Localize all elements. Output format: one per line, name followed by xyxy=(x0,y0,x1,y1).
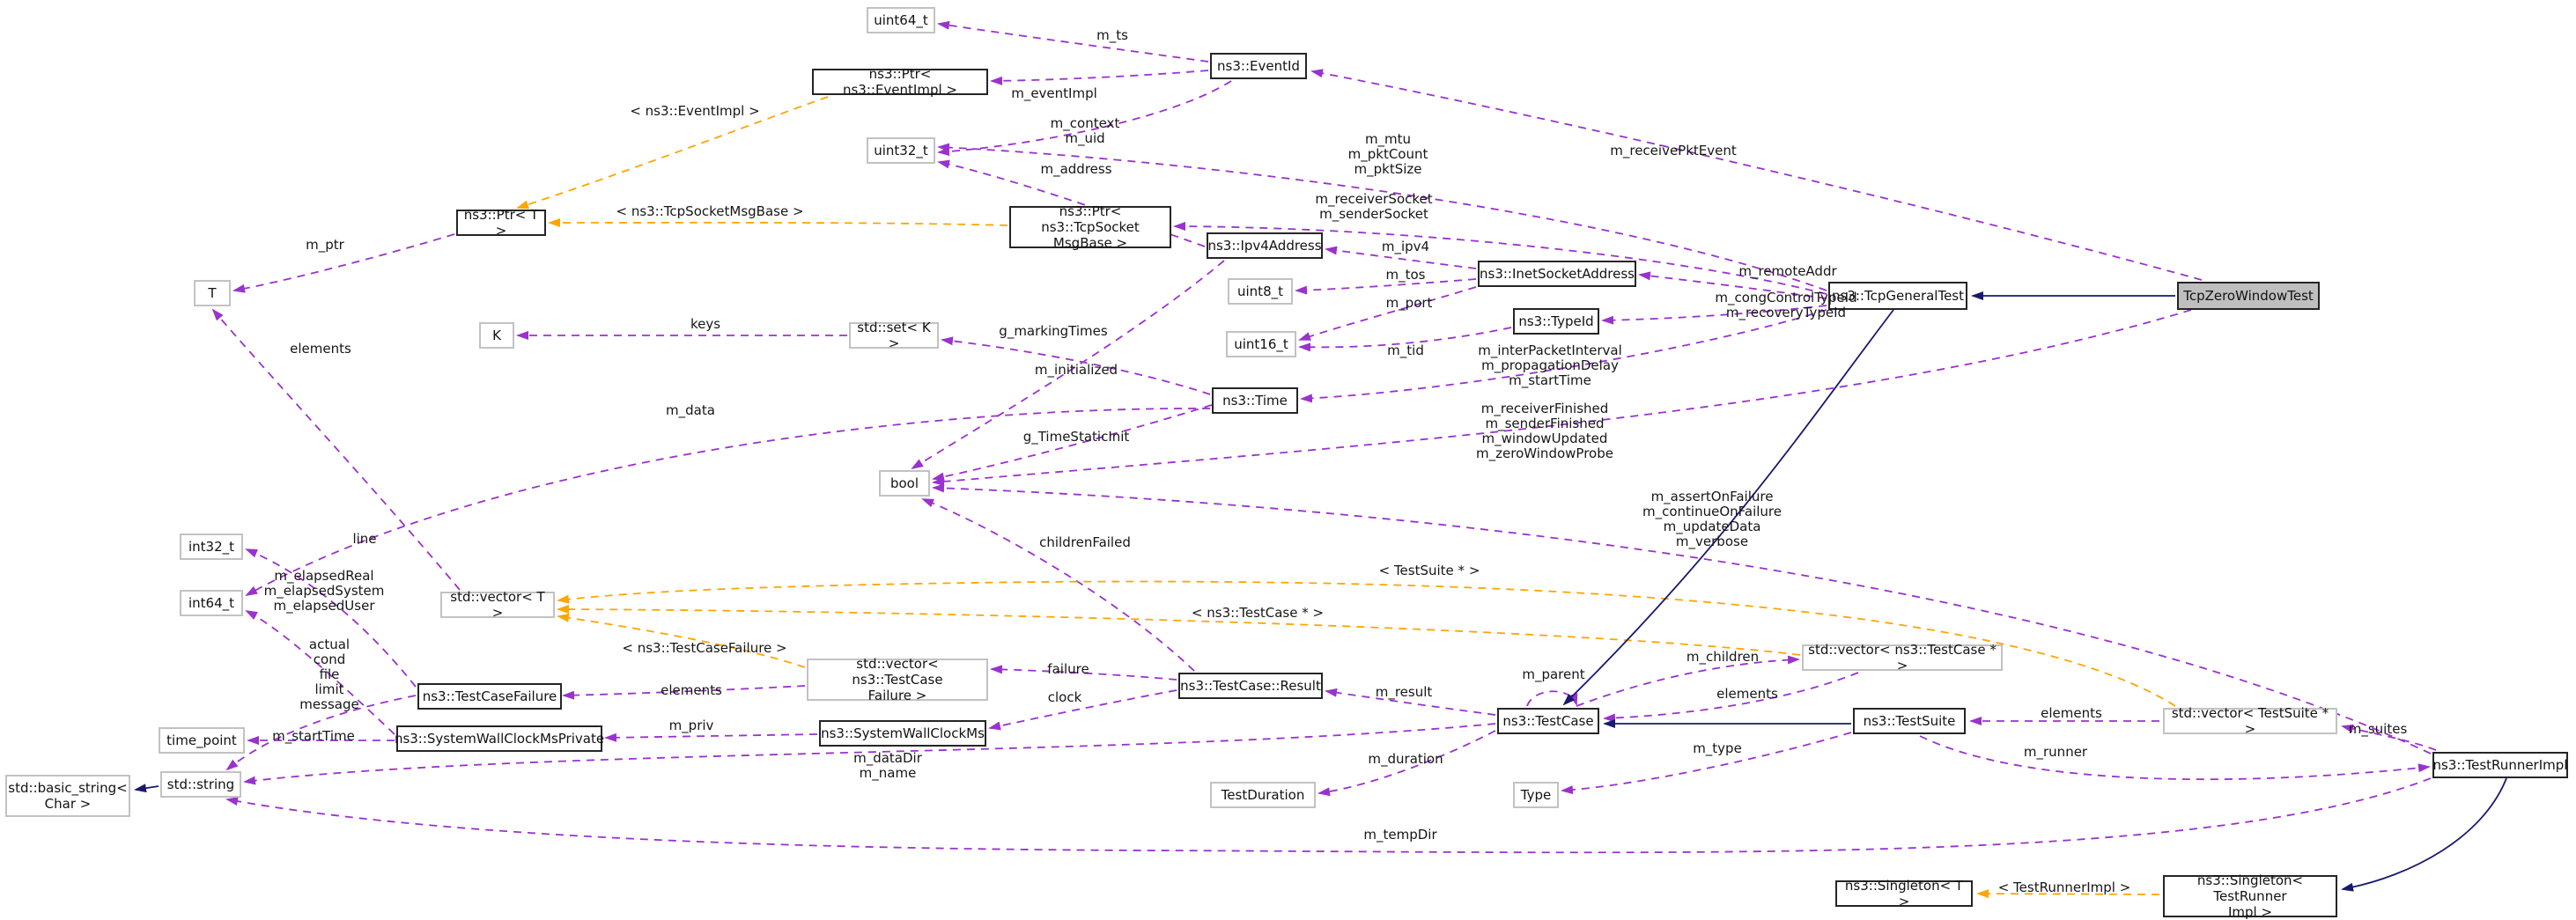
node-vector-testcase-ptr[interactable]: std::vector< ns3::TestCase * > xyxy=(1802,642,2003,673)
node-t[interactable]: T xyxy=(194,280,231,306)
edge-systemwallclockms-to-systemwallclockmsprivate xyxy=(604,732,818,742)
edge-vector-testcasefailure-to-testcasefailure xyxy=(562,685,806,700)
edge-testcasefailure-to-int32_t xyxy=(245,548,417,688)
edge-string-to-basic-string xyxy=(134,784,159,793)
edge-testcase-to-testcase xyxy=(1526,690,1578,707)
edge-testcase-to-testcase-result xyxy=(1325,688,1496,716)
edge-inetsocketaddress-to-uint8_t xyxy=(1295,278,1477,295)
node-int64_t[interactable]: int64_t xyxy=(180,590,243,616)
edge-testrunnerimpl-to-vector-testsuite-ptr xyxy=(2341,724,2437,751)
node-ptr-tcpsocketmsgbase[interactable]: ns3::Ptr< ns3::TcpSocket MsgBase > xyxy=(1009,203,1171,251)
node-k[interactable]: K xyxy=(479,322,514,349)
edge-tcpgeneraltest-to-inetsocketaddress xyxy=(1638,271,1827,299)
node-singleton-t[interactable]: ns3::Singleton< T > xyxy=(1835,878,1973,909)
edge-tcpgeneraltest-to-typeid xyxy=(1601,305,1827,325)
node-tcpgeneraltest[interactable]: ns3::TcpGeneralTest xyxy=(1828,282,1967,310)
node-vector-testsuite-ptr[interactable]: std::vector< TestSuite * > xyxy=(2163,705,2337,737)
node-time[interactable]: ns3::Time xyxy=(1212,387,1298,414)
node-bool[interactable]: bool xyxy=(879,470,930,497)
node-testrunnerimpl[interactable]: ns3::TestRunnerImpl xyxy=(2432,752,2568,778)
node-testcasefailure[interactable]: ns3::TestCaseFailure xyxy=(417,683,562,710)
node-uint64_t[interactable]: uint64_t xyxy=(867,7,935,33)
node-ptr-eventimpl[interactable]: ns3::Ptr< ns3::EventImpl > xyxy=(812,66,988,98)
edge-testsuite-to-testrunnerimpl xyxy=(1919,735,2431,781)
edge-testcase-to-string xyxy=(243,723,1496,785)
edge-vector-testcase-ptr-to-testcase xyxy=(1603,672,1859,723)
edge-vector-testsuite-ptr-to-vector-t xyxy=(557,580,2176,707)
edge-typeid-to-uint16_t xyxy=(1298,327,1512,352)
edge-eventid-to-uint32_t xyxy=(937,80,1232,157)
edge-tcpgeneraltest-to-uint32_t xyxy=(937,143,1827,291)
edge-systemwallclockmsprivate-to-int64_t xyxy=(245,610,395,735)
edge-testrunnerimpl-to-singleton-testrunnerimpl xyxy=(2341,777,2507,892)
edge-tcpzerowindowtest-to-bool xyxy=(932,309,2192,486)
edge-vector-t-to-t xyxy=(211,308,461,591)
node-vector-t[interactable]: std::vector< T > xyxy=(440,589,555,621)
node-singleton-testrunnerimpl[interactable]: ns3::Singleton< TestRunner Impl > xyxy=(2163,872,2337,920)
edge-testcase-result-to-bool xyxy=(921,498,1195,672)
node-ipv4address[interactable]: ns3::Ipv4Address xyxy=(1207,232,1323,259)
edge-testcase-result-to-vector-testcasefailure xyxy=(990,665,1177,681)
edge-eventid-to-ptr-eventimpl xyxy=(990,70,1209,85)
edge-testcase-to-vector-testcase-ptr xyxy=(1576,655,1800,707)
edge-ptr-tcpsocketmsgbase-to-ptr-t xyxy=(548,217,1008,227)
node-testcase-result[interactable]: ns3::TestCase::Result xyxy=(1178,673,1323,699)
edge-inetsocketaddress-to-uint16_t xyxy=(1298,286,1477,341)
edge-inetsocketaddress-to-ipv4address xyxy=(1325,246,1477,269)
node-vector-testcasefailure[interactable]: std::vector< ns3::TestCase Failure > xyxy=(807,656,988,703)
edge-ptr-eventimpl-to-ptr-t xyxy=(516,96,829,210)
edge-vector-testcasefailure-to-vector-t xyxy=(557,613,806,668)
edge-testrunnerimpl-to-string xyxy=(225,777,2432,854)
node-systemwallclockmsprivate[interactable]: ns3::SystemWallClockMsPrivate xyxy=(395,725,604,752)
edge-time-to-bool xyxy=(932,404,1213,482)
edge-vector-testcase-ptr-to-vector-t xyxy=(557,605,1801,656)
edge-eventid-to-uint64_t xyxy=(937,20,1209,63)
node-inetsocketaddress[interactable]: ns3::InetSocketAddress xyxy=(1478,261,1636,287)
edge-ptr-t-to-t xyxy=(233,233,455,293)
node-ptr-t[interactable]: ns3::Ptr< T > xyxy=(456,207,546,239)
node-tcpzerowindowtest[interactable]: TcpZeroWindowTest xyxy=(2177,282,2320,310)
edge-tcpgeneraltest-to-ptr-tcpsocketmsgbase xyxy=(1173,222,1827,295)
edge-time-to-set-k xyxy=(941,336,1211,395)
node-uint8_t[interactable]: uint8_t xyxy=(1228,278,1293,305)
node-set-k[interactable]: std::set< K > xyxy=(849,320,939,351)
edge-testcasefailure-to-string xyxy=(225,695,417,771)
edge-tcpgeneraltest-to-time xyxy=(1300,309,1827,403)
node-type[interactable]: Type xyxy=(1513,782,1559,808)
node-testsuite[interactable]: ns3::TestSuite xyxy=(1853,708,1966,734)
node-testcase[interactable]: ns3::TestCase xyxy=(1497,708,1599,734)
node-eventid[interactable]: ns3::EventId xyxy=(1210,53,1307,79)
edge-tcpgeneraltest-to-testcase xyxy=(1562,309,1894,706)
node-typeid[interactable]: ns3::TypeId xyxy=(1513,308,1599,335)
node-string[interactable]: std::string xyxy=(160,771,241,798)
edge-testcase-result-to-systemwallclockms xyxy=(988,689,1177,731)
node-testduration[interactable]: TestDuration xyxy=(1210,782,1316,808)
node-int32_t[interactable]: int32_t xyxy=(180,534,243,560)
edge-tcpzerowindowtest-to-eventid xyxy=(1310,69,2203,281)
node-systemwallclockms[interactable]: ns3::SystemWallClockMs xyxy=(819,720,986,747)
edge-testrunnerimpl-to-bool xyxy=(932,483,2432,754)
node-uint16_t[interactable]: uint16_t xyxy=(1226,331,1296,357)
node-time-point[interactable]: time_point xyxy=(159,727,245,754)
edge-testsuite-to-type xyxy=(1561,732,1852,795)
edge-ipv4address-to-bool xyxy=(911,260,1225,470)
node-uint32_t[interactable]: uint32_t xyxy=(867,137,935,164)
node-basic-string[interactable]: std::basic_string< Char > xyxy=(5,775,130,817)
edge-testcase-to-testduration xyxy=(1318,730,1496,797)
edge-time-to-int64_t xyxy=(245,408,1211,596)
